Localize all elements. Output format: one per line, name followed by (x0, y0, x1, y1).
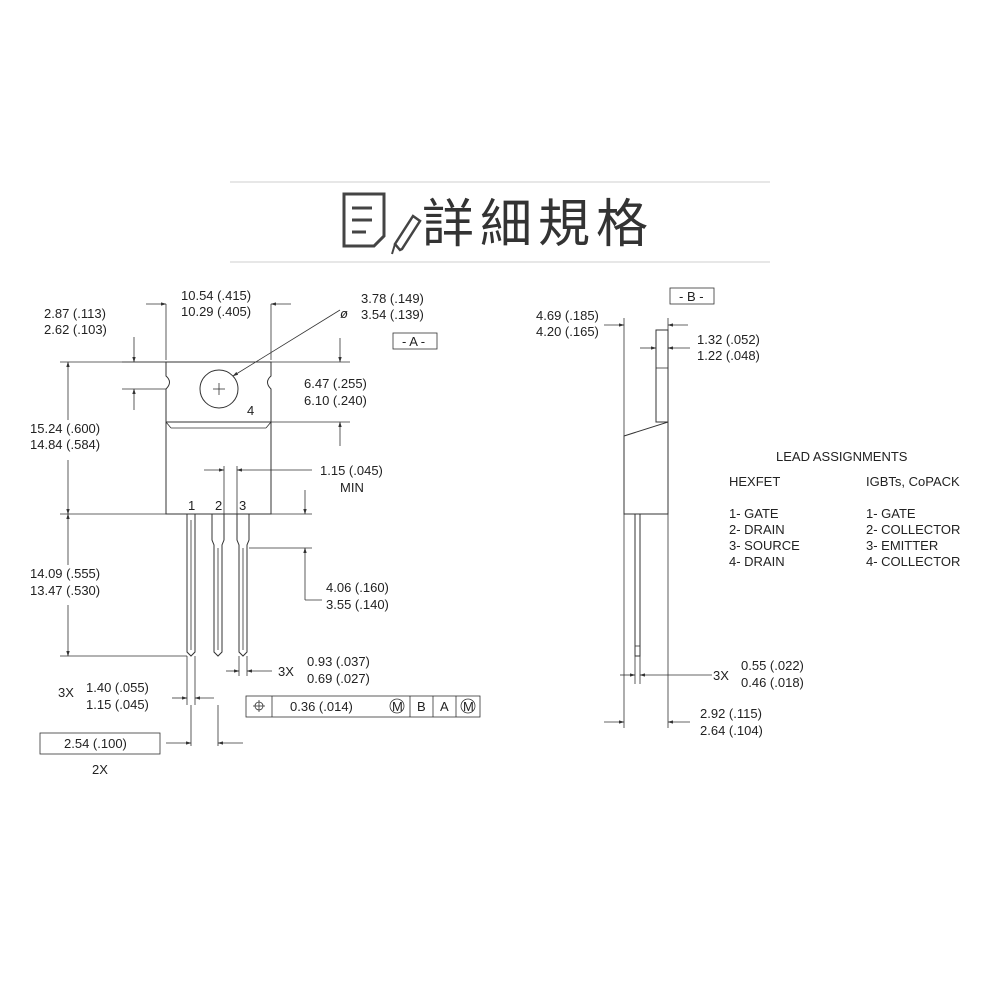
tab-top-max-label: 2.87 (.113) (44, 306, 106, 321)
shoulder-min-label: 3.55 (.140) (326, 597, 389, 612)
tab-side (655, 329, 669, 423)
tolerance-frame: 0.36 (.014) M B A M (245, 695, 481, 718)
pin3-label: 3 (239, 498, 246, 513)
pin2-label: 2 (215, 498, 222, 513)
lead-assignments: LEAD ASSIGNMENTS HEXFET IGBTs, CoPACK 1-… (729, 449, 960, 569)
thickness-min-label: 4.20 (.165) (536, 324, 599, 339)
side-view: - B - 4.69 (.185) 4.20 (.165) 1.32 (.052… (536, 287, 804, 738)
wide-lead-max-label: 1.40 (.055) (86, 680, 149, 695)
lead-assignments-heading: LEAD ASSIGNMENTS (776, 449, 908, 464)
tab-number-label: 4 (247, 403, 254, 418)
position-icon (253, 700, 265, 712)
lead-thickness-max-label: 0.55 (.022) (741, 658, 804, 673)
tab-length-max-label: 6.47 (.255) (304, 376, 367, 391)
wide-lead-count: 3X (58, 685, 74, 700)
mmc-2-label: M (463, 699, 474, 714)
hexfet-lead-2: 2- DRAIN (729, 522, 785, 537)
front-view: 4 1 2 3 10.54 (.415) 10.29 (.405) 2.87 (… (30, 288, 481, 777)
width-max-label: 10.54 (.415) (181, 288, 251, 303)
mmc-circle-1 (389, 698, 405, 714)
pitch-count-label: 2X (92, 762, 108, 777)
tab-length-min-label: 6.10 (.240) (304, 393, 367, 408)
mmc-circle-2 (460, 698, 476, 714)
mmc-1-label: M (392, 699, 403, 714)
igbt-lead-4: 4- COLLECTOR (866, 554, 960, 569)
hole-min-label: 3.54 (.139) (361, 307, 424, 322)
igbt-lead-3: 3- EMITTER (866, 538, 938, 553)
page-title: 詳細規格 (422, 195, 654, 255)
package-outline (165, 361, 272, 515)
shoulder-max-label: 4.06 (.160) (326, 580, 389, 595)
document-pencil-icon (342, 192, 422, 255)
diameter-symbol: ø (340, 306, 348, 321)
tab-top-min-label: 2.62 (.103) (44, 322, 107, 337)
narrow-lead-count: 3X (278, 664, 294, 679)
body-side (623, 421, 669, 515)
hole-max-label: 3.78 (.149) (361, 291, 424, 306)
body-height-min-label: 14.84 (.584) (30, 437, 100, 452)
pin1-label: 1 (188, 498, 195, 513)
datum-a-box (392, 332, 438, 350)
lead-thickness-count: 3X (713, 668, 729, 683)
datum-a-ref: A (440, 699, 449, 714)
hexfet-lead-4: 4- DRAIN (729, 554, 785, 569)
datum-b-ref: B (417, 699, 426, 714)
hexfet-heading: HEXFET (729, 474, 780, 489)
width-min-label: 10.29 (.405) (181, 304, 251, 319)
igbt-heading: IGBTs, CoPACK (866, 474, 960, 489)
lead-length-min-label: 13.47 (.530) (30, 583, 100, 598)
pitch-box (39, 732, 161, 755)
lead-length-max-label: 14.09 (.555) (30, 566, 100, 581)
hexfet-lead-1: 1- GATE (729, 506, 779, 521)
offset-min-label: 2.64 (.104) (700, 723, 763, 738)
leads (186, 514, 250, 657)
narrow-lead-max-label: 0.93 (.037) (307, 654, 370, 669)
offset-max-label: 2.92 (.115) (700, 706, 762, 721)
igbt-lead-2: 2- COLLECTOR (866, 522, 960, 537)
tab-thickness-max-label: 1.32 (.052) (697, 332, 760, 347)
gap-note-label: MIN (340, 480, 364, 495)
tab-thickness-min-label: 1.22 (.048) (697, 348, 760, 363)
lead-thickness-min-label: 0.46 (.018) (741, 675, 804, 690)
datum-b-box (669, 287, 715, 305)
narrow-lead-min-label: 0.69 (.027) (307, 671, 370, 686)
tolerance-value: 0.36 (.014) (290, 699, 353, 714)
header: 詳細規格 (230, 181, 770, 263)
thickness-max-label: 4.69 (.185) (536, 308, 599, 323)
datum-a-label: - A - (402, 334, 425, 349)
wide-lead-min-label: 1.15 (.045) (86, 697, 149, 712)
pitch-label: 2.54 (.100) (64, 736, 127, 751)
igbt-lead-1: 1- GATE (866, 506, 916, 521)
body-height-max-label: 15.24 (.600) (30, 421, 100, 436)
gap-value-label: 1.15 (.045) (320, 463, 383, 478)
hexfet-lead-3: 3- SOURCE (729, 538, 800, 553)
lead-side (634, 513, 641, 657)
mounting-hole (199, 369, 239, 409)
datum-b-label: - B - (679, 289, 704, 304)
